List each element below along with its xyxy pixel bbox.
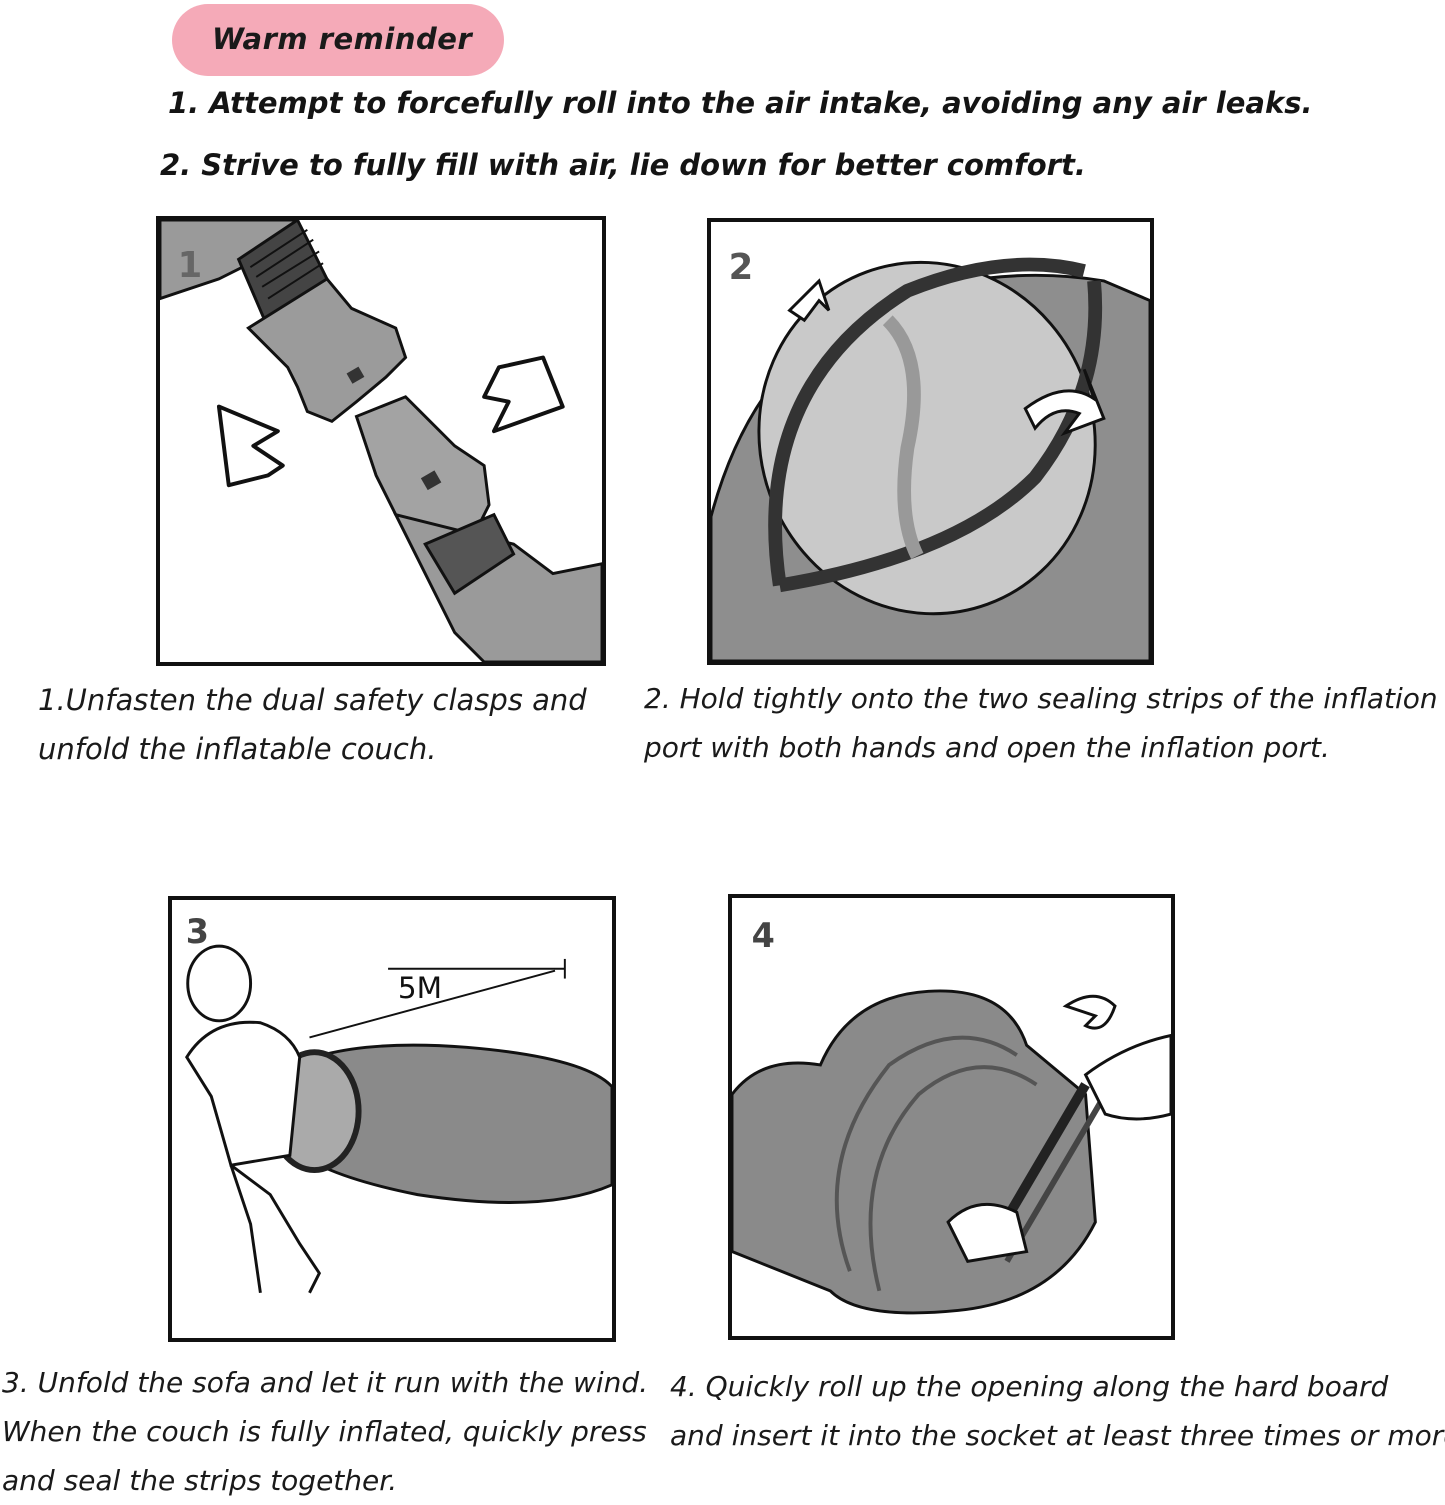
step-4-caption: 4. Quickly roll up the opening along the… bbox=[670, 1362, 1445, 1460]
reminder-tip-2: 2. Strive to fully fill with air, lie do… bbox=[160, 148, 1086, 182]
step-1-caption: 1.Unfasten the dual safety clasps and un… bbox=[38, 676, 587, 774]
inflation-port-illustration: 2 bbox=[711, 247, 1150, 661]
step-1-number: 1 bbox=[178, 245, 203, 286]
step-3-caption: 3. Unfold the sofa and let it run with t… bbox=[2, 1358, 648, 1505]
running-person-illustration: 5M 3 bbox=[185, 912, 612, 1294]
step-2-number: 2 bbox=[729, 247, 754, 288]
step-2-caption: 2. Hold tightly onto the two sealing str… bbox=[644, 674, 1438, 772]
warm-reminder-badge: Warm reminder bbox=[172, 4, 504, 76]
step-3-caption-line: When the couch is fully inflated, quickl… bbox=[2, 1415, 647, 1448]
warm-reminder-title: Warm reminder bbox=[212, 22, 473, 56]
step-2-caption-line: 2. Hold tightly onto the two sealing str… bbox=[644, 682, 1438, 715]
rolling-sofa-illustration: 4 bbox=[732, 916, 1171, 1315]
step-2-caption-line: port with both hands and open the inflat… bbox=[644, 731, 1330, 764]
step-1-caption-line: 1.Unfasten the dual safety clasps and bbox=[38, 683, 587, 717]
step-1-illustration: 1 bbox=[156, 216, 606, 666]
step-3-caption-line: 3. Unfold the sofa and let it run with t… bbox=[2, 1366, 649, 1399]
step-4-caption-line: and insert it into the socket at least t… bbox=[670, 1419, 1445, 1452]
step-4-illustration: 4 bbox=[728, 894, 1175, 1340]
step-4-number: 4 bbox=[752, 916, 775, 955]
step-2-illustration: 2 bbox=[707, 218, 1154, 665]
step-1-caption-line: unfold the inflatable couch. bbox=[38, 732, 437, 766]
distance-label: 5M bbox=[398, 971, 442, 1005]
step-4-caption-line: 4. Quickly roll up the opening along the… bbox=[670, 1370, 1389, 1403]
reminder-tip-1: 1. Attempt to forcefully roll into the a… bbox=[168, 86, 1313, 120]
step-3-caption-line: and seal the strips together. bbox=[2, 1464, 398, 1497]
buckle-illustration: 1 bbox=[160, 220, 602, 662]
step-3-illustration: 5M 3 bbox=[168, 896, 616, 1342]
step-3-number: 3 bbox=[186, 912, 209, 951]
